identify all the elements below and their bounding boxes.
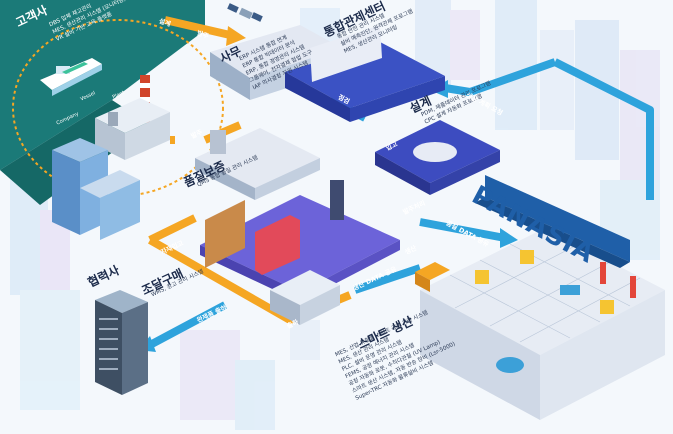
company-building bbox=[52, 138, 140, 240]
control-center-room bbox=[285, 25, 445, 122]
satellite-illustration bbox=[227, 3, 263, 22]
blue-arrowhead-factory bbox=[500, 228, 518, 248]
plant-illustration bbox=[95, 75, 170, 160]
quality-room bbox=[195, 128, 320, 200]
design-room bbox=[375, 120, 500, 195]
panasia-brand-art bbox=[475, 175, 630, 268]
customer-panel bbox=[0, 0, 205, 170]
forklift-illustration bbox=[415, 262, 450, 292]
vessel-illustration bbox=[40, 58, 102, 96]
truck-illustration bbox=[270, 270, 340, 325]
orange-arrowhead bbox=[226, 26, 246, 46]
partner-building bbox=[95, 290, 148, 395]
